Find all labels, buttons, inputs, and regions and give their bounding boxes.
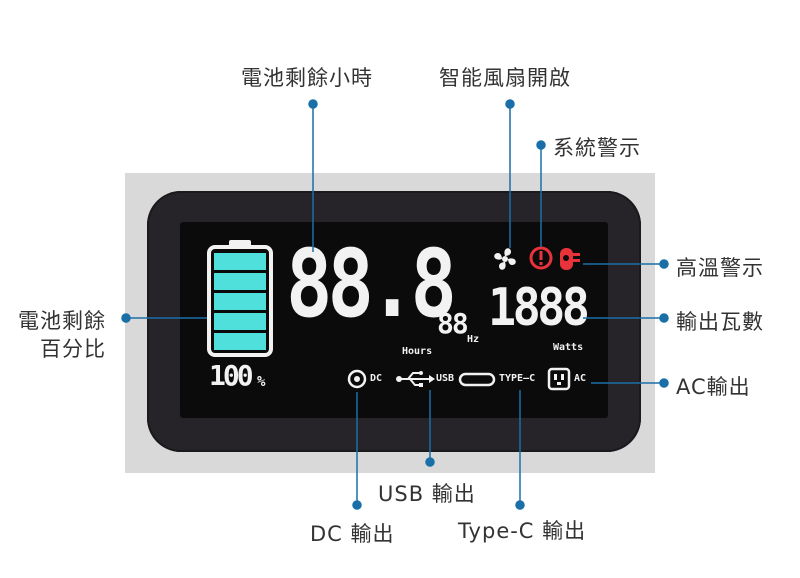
ac-socket-icon (547, 367, 571, 391)
callout-battery-hours: 電池剩餘小時 (241, 66, 373, 90)
typec-label: TYPE—C (499, 373, 536, 384)
battery-cell (214, 253, 266, 270)
callout-battery-percent-1: 電池剩餘 (18, 309, 106, 333)
usb-label: USB (436, 373, 455, 384)
usb-icon (396, 371, 435, 387)
battery-cell (214, 293, 266, 310)
battery-hours-digits: 88.8 (286, 230, 457, 339)
typec-port-icon (458, 372, 496, 387)
frequency-digits: 88 (437, 307, 469, 340)
callout-high-temp: 高溫警示 (676, 256, 764, 280)
percent-sign: % (257, 374, 266, 390)
high-temp-icon (560, 248, 580, 270)
fan-icon (494, 248, 516, 270)
callout-system-warning: 系統警示 (553, 136, 641, 160)
battery-cell (214, 273, 266, 290)
watts-unit: Watts (553, 342, 584, 353)
system-warning-icon (529, 246, 553, 270)
dc-port-icon (347, 369, 367, 389)
callout-smart-fan: 智能風扇開啟 (439, 66, 571, 90)
ac-label: AC (574, 373, 587, 384)
battery-cell (214, 313, 266, 330)
hz-unit: Hz (467, 334, 480, 345)
callout-battery-percent-2: 百分比 (40, 337, 106, 361)
battery-percent-digits: 100 (209, 359, 254, 392)
callout-ac-out: AC輸出 (676, 375, 751, 399)
callout-output-watts: 輸出瓦數 (676, 310, 764, 334)
callout-dc-out: DC 輸出 (310, 522, 395, 546)
callout-usb-out: USB 輸出 (378, 482, 476, 506)
hours-unit: Hours (402, 346, 433, 357)
callout-typec-out: Type-C 輸出 (458, 519, 587, 543)
dc-label: DC (370, 373, 383, 384)
battery-cell (214, 333, 266, 350)
output-watts-digits: 1888 (488, 278, 590, 338)
